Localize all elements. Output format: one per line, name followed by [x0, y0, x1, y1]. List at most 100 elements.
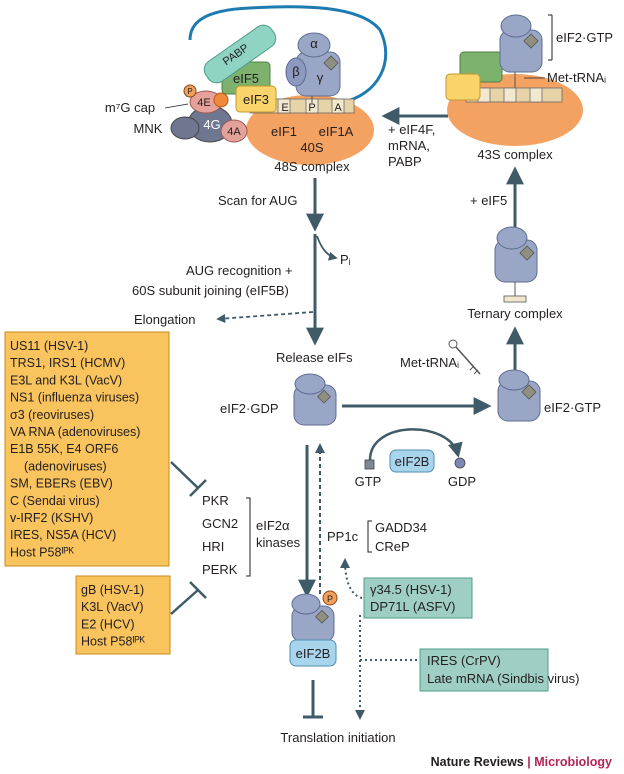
kinase-list: PKR GCN2 HRI PERK eIF2α kinases: [202, 493, 301, 577]
svg-text:Nature Reviews | Microbiology: Nature Reviews | Microbiology: [431, 755, 612, 769]
phospho-eif2-label: P: [327, 594, 333, 604]
kinase-label-2: kinases: [256, 535, 301, 550]
inhibitor-box-top: US11 (HSV-1)TRS1, IRS1 (HCMV)E3L and K3L…: [4, 331, 170, 567]
pi-label: Pᵢ: [340, 252, 351, 267]
phospho-4e: [183, 84, 197, 98]
inhibitor-bottom-1: K3L (VacV): [81, 600, 144, 614]
viral-phosphatase-2: DP71L (ASFV): [370, 599, 456, 614]
eif4g-label: 4G: [203, 117, 220, 132]
scan-label: Scan for AUG: [218, 193, 297, 208]
title-43s: 43S complex: [477, 147, 553, 162]
gdp-label: GDP: [448, 474, 476, 489]
release-label: Release eIFs: [276, 350, 353, 365]
eif1-label: eIF1: [271, 124, 297, 139]
eif2b-lower-label: eIF2B: [296, 646, 331, 661]
kinase-gcn2: GCN2: [202, 516, 238, 531]
kinase-label-1: eIF2α: [256, 518, 290, 533]
mrna-loop: [188, 5, 388, 105]
crep-label: CReP: [375, 539, 410, 554]
add-factors-2: mRNA,: [388, 138, 430, 153]
inhibitor-top-7: (adenoviruses): [24, 459, 107, 473]
eif5-label: eIF5: [233, 71, 259, 86]
viral-phosphatase-box: γ34.5 (HSV-1) DP71L (ASFV): [363, 577, 473, 619]
eif2-gdp-protein: eIF2·GDP: [220, 373, 337, 426]
arrow-elongation: [216, 311, 314, 323]
complex-43s: eIF2·GTP Met-tRNAᵢ 43S complex: [445, 14, 613, 162]
phospho-4e-label: P: [187, 87, 192, 96]
mnk-label: MNK: [134, 121, 163, 136]
eif4e-label: 4E: [197, 97, 210, 109]
eif2b-label: eIF2B: [395, 454, 430, 469]
cap-label: m⁷G cap: [105, 100, 155, 115]
alpha-label: α: [310, 36, 318, 51]
inhibit-kinases-top: [170, 461, 199, 489]
eif2b-exchange: [389, 449, 435, 473]
elongation-label: Elongation: [134, 312, 195, 327]
eif2-gtp-protein: eIF2·GTP: [497, 369, 601, 422]
ternary-complex: Ternary complex: [467, 226, 563, 321]
inhibitor-bottom-2: E2 (HCV): [81, 617, 134, 631]
inhibitor-top-3: NS1 (influenza viruses): [10, 391, 139, 405]
eif2-alpha: [297, 32, 331, 58]
inhibitor-box-bottom: gB (HSV-1) K3L (VacV) E2 (HCV) Host P58ᴵᴾᴷ: [75, 575, 171, 655]
footer-section: Microbiology: [534, 755, 612, 769]
add-factors-3: PABP: [388, 154, 422, 169]
add-factors-1: + eIF4F,: [388, 122, 435, 137]
gadd34-label: GADD34: [375, 520, 427, 535]
aug-line-1: AUG recognition +: [186, 263, 293, 278]
eif2-gdp-label: eIF2·GDP: [220, 401, 279, 416]
bypass-1: IRES (CrPV): [427, 653, 501, 668]
site-e: E: [281, 102, 288, 114]
eif3-label: eIF3: [243, 92, 269, 107]
eif2-beta: [285, 57, 307, 87]
exchange-curve: [368, 428, 463, 461]
inhibitor-top-8: SM, EBERs (EBV): [10, 477, 113, 491]
eif4a-label: 4A: [227, 126, 241, 138]
kinase-perk: PERK: [202, 562, 238, 577]
beta-label: β: [292, 64, 299, 79]
gamma-label: γ: [317, 70, 324, 85]
arrow-viral-phosphatase: [340, 558, 363, 599]
inhibitor-top-11: IRES, NS5A (HCV): [10, 528, 116, 542]
inhibitor-top-2: E3L and K3L (VacV): [10, 373, 122, 387]
inhibitor-top-9: C (Sendai virus): [10, 494, 100, 508]
site-p: P: [308, 102, 315, 114]
inhibitor-top-12: Host P58ᴵᴾᴷ: [10, 545, 75, 559]
gtp-label: GTP: [355, 474, 382, 489]
complex-48s: E P A eIF1 eIF1A 40S α β γ eIF5 eIF3 PAB…: [105, 5, 388, 174]
ternary-label: Ternary complex: [467, 306, 563, 321]
title-48s: 48S complex: [274, 159, 350, 174]
s40-label: 40S: [300, 140, 323, 155]
eif4a: [220, 119, 248, 143]
footer: Nature Reviews | Microbiology: [431, 755, 612, 769]
eif3-43s: [445, 73, 481, 101]
met-trna-label: Met-tRNAᵢ: [400, 355, 459, 370]
inhibit-kinases-bottom: [170, 589, 199, 615]
mnk: [170, 116, 200, 140]
bypass-box: IRES (CrPV) Late mRNA (Sindbis virus): [419, 648, 579, 692]
inhibitor-top-1: TRS1, IRS1 (HCMV): [10, 356, 125, 370]
site-a: A: [334, 102, 342, 114]
pp1c-label: PP1c: [327, 529, 359, 544]
eif3-box: [235, 85, 277, 113]
footer-journal: Nature Reviews: [431, 755, 524, 769]
kinase-pkr: PKR: [202, 493, 229, 508]
viral-phosphatase-1: γ34.5 (HSV-1): [370, 582, 452, 597]
inhibitor-bottom-0: gB (HSV-1): [81, 583, 144, 597]
inhibitor-bottom-3: Host P58ᴵᴾᴷ: [81, 635, 146, 649]
eif2-gtp-43s: eIF2·GTP: [556, 30, 613, 45]
phospho-eif2: [322, 590, 338, 606]
bypass-2: Late mRNA (Sindbis virus): [427, 671, 579, 686]
met-trna-incoming: Met-tRNAᵢ: [400, 339, 481, 375]
pi-release: [316, 235, 338, 261]
footer-separator: |: [524, 755, 534, 769]
inhibitor-top-5: VA RNA (adenoviruses): [10, 425, 140, 439]
eif2-p-complex: P eIF2B: [289, 590, 338, 667]
add-eif5: + eIF5: [470, 193, 507, 208]
pabp-box: [203, 24, 277, 84]
aug-line-2: 60S subunit joining (eIF5B): [132, 283, 289, 298]
inhibitor-top-4: σ3 (reoviruses): [10, 408, 94, 422]
translation-label: Translation initiation: [280, 730, 395, 745]
inhibitor-top-6: E1B 55K, E4 ORF6: [10, 442, 118, 456]
